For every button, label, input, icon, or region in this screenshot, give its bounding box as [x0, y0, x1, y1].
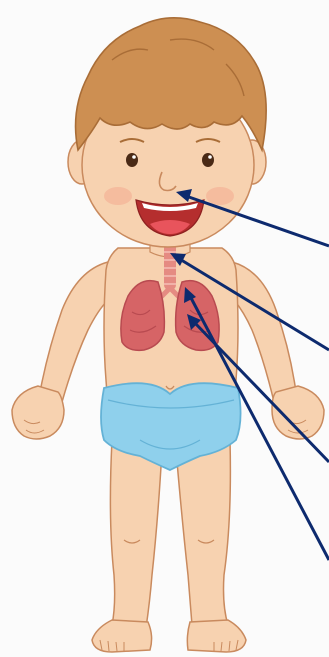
left-leg [110, 440, 162, 628]
left-cheek [104, 187, 132, 205]
right-cheek [206, 187, 234, 205]
left-hand [12, 386, 64, 439]
right-foot [187, 620, 246, 652]
feet [92, 620, 246, 652]
right-arm [232, 262, 296, 402]
right-leg [176, 440, 230, 625]
left-arm [40, 262, 108, 402]
